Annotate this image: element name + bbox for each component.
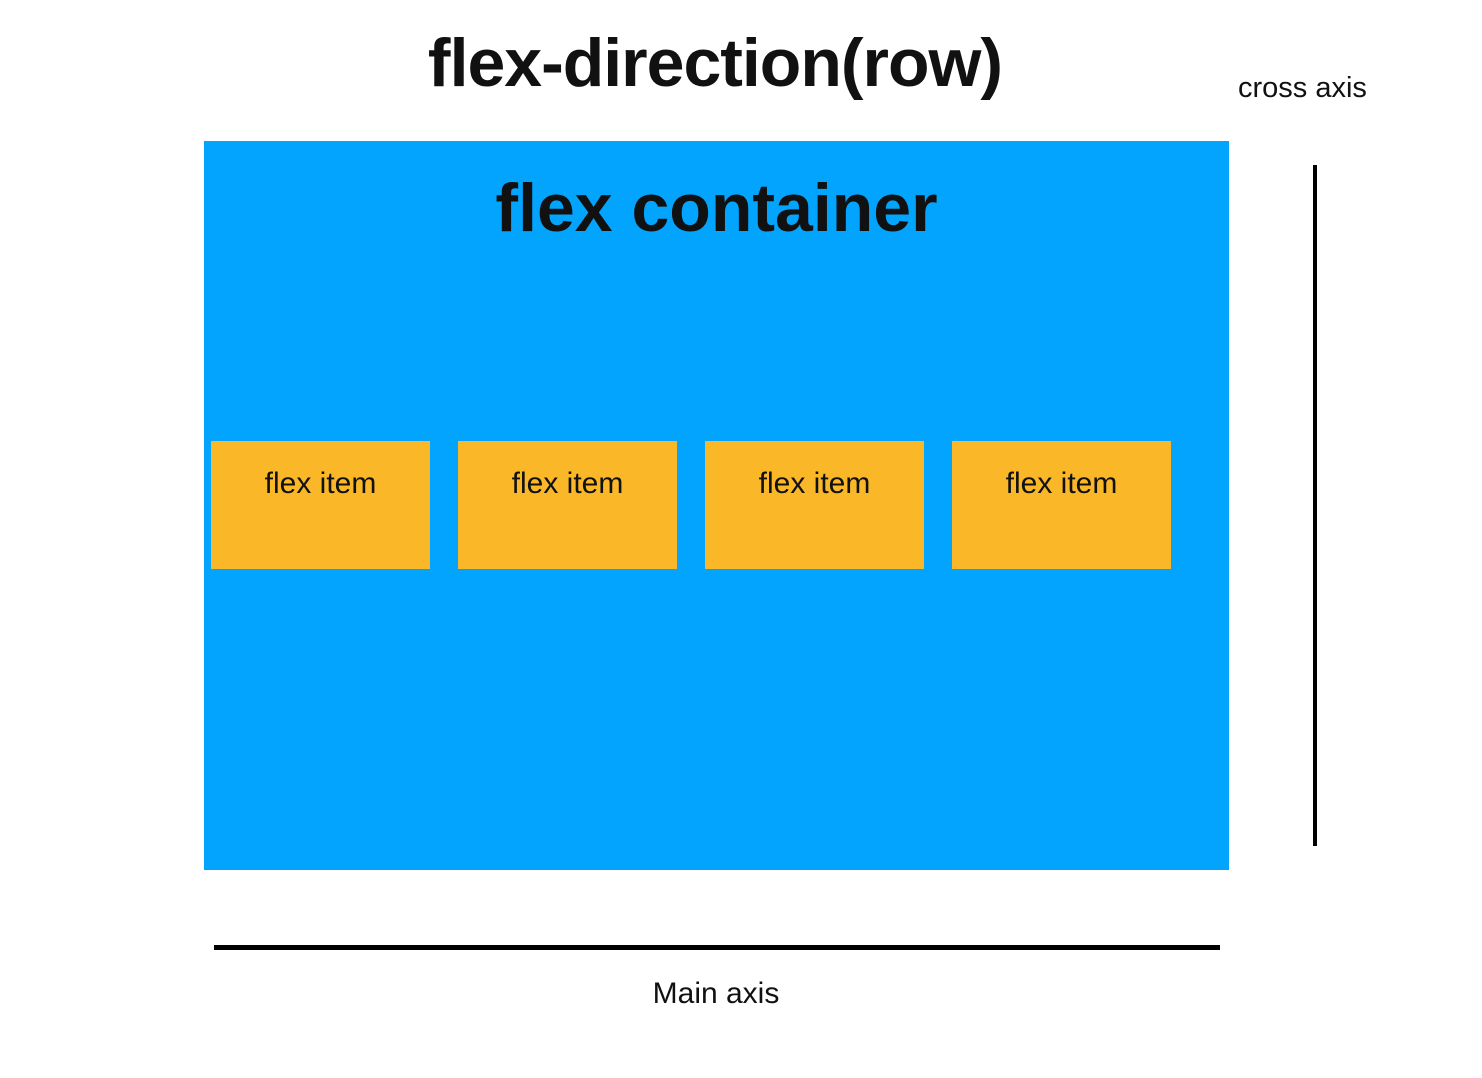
flex-container: flex container flex item flex item flex … <box>204 141 1229 870</box>
flex-item: flex item <box>211 441 430 569</box>
main-axis-label: Main axis <box>652 977 780 1010</box>
main-axis-line <box>214 945 1220 950</box>
flex-item: flex item <box>952 441 1171 569</box>
flex-item: flex item <box>705 441 924 569</box>
flex-items-row: flex item flex item flex item flex item <box>211 441 1171 569</box>
flex-item-label: flex item <box>1005 467 1118 500</box>
flex-item-label: flex item <box>264 467 377 500</box>
flex-item-label: flex item <box>511 467 624 500</box>
diagram-title: flex-direction(row) <box>427 25 1003 101</box>
cross-axis-line <box>1313 165 1317 846</box>
cross-axis-label: cross axis <box>1238 72 1367 104</box>
flex-container-label: flex container <box>495 170 938 246</box>
flex-item-label: flex item <box>758 467 871 500</box>
flex-item: flex item <box>458 441 677 569</box>
